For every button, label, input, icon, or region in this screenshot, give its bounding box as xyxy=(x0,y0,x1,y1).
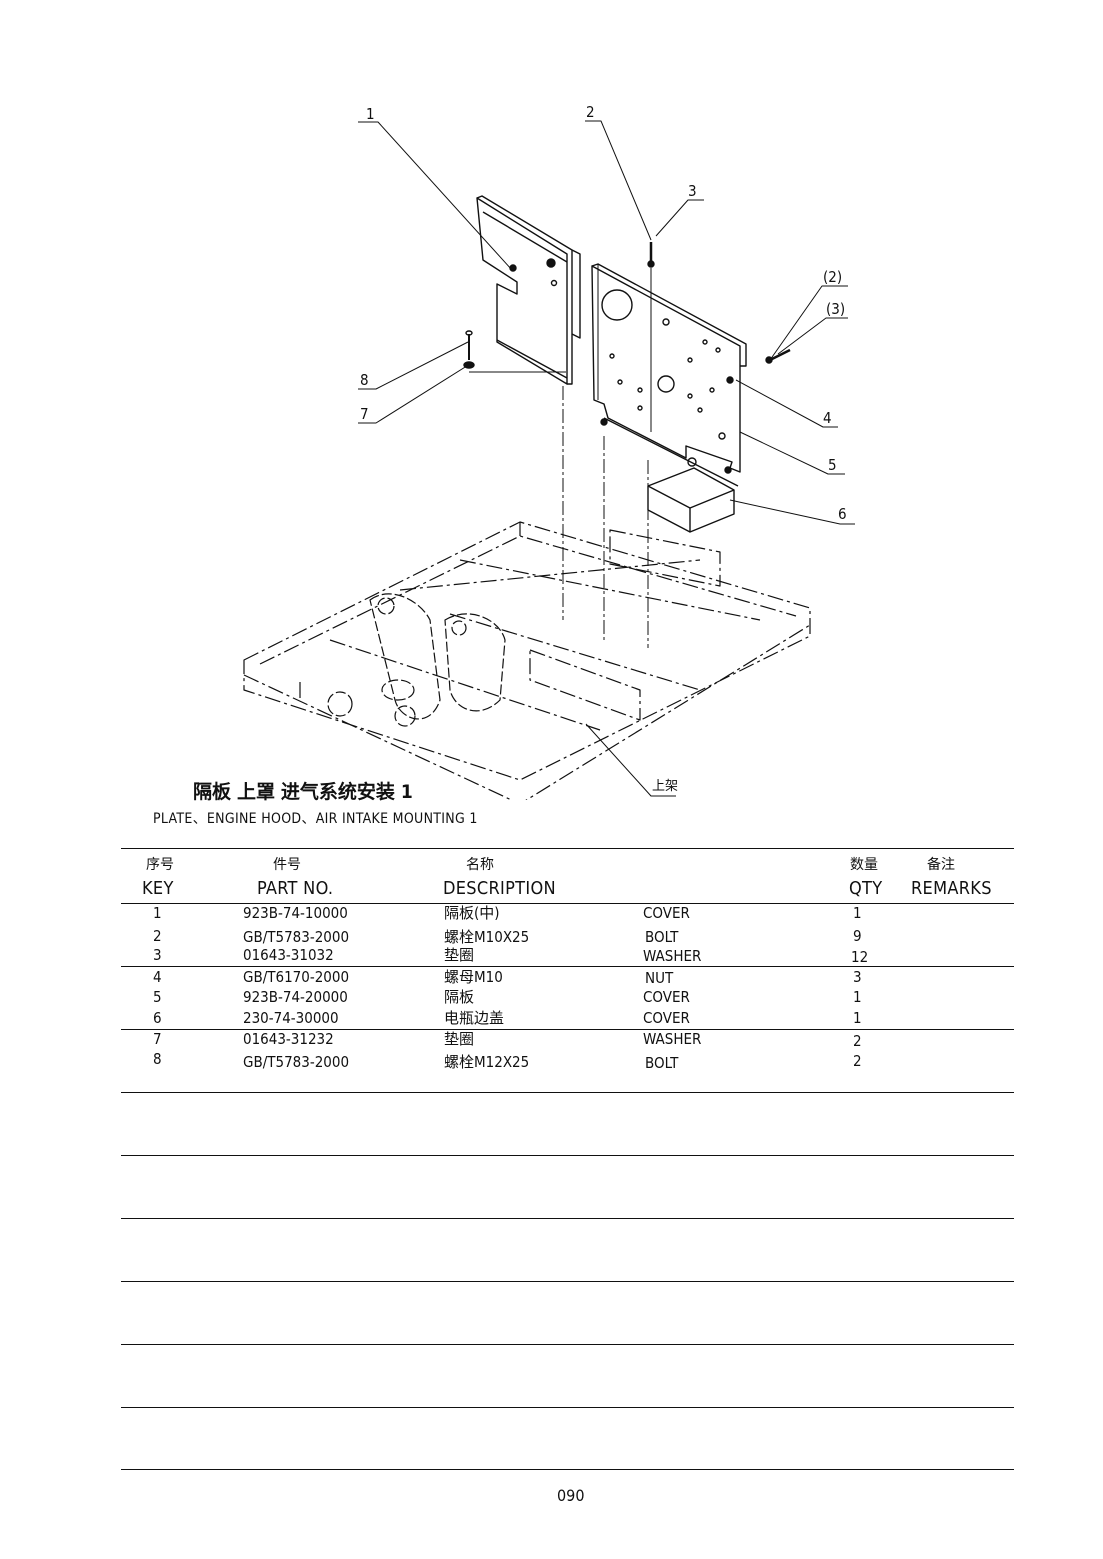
header-part-no: PART NO. xyxy=(257,878,334,899)
row5-key: 5 xyxy=(153,988,162,1006)
row6-key: 6 xyxy=(153,1009,162,1027)
row8-part: GB/T5783-2000 xyxy=(243,1053,350,1071)
upper-frame-outline xyxy=(243,521,811,800)
row8-desc-en: BOLT xyxy=(645,1054,679,1072)
row1-qty: 1 xyxy=(853,904,862,922)
header-rule xyxy=(121,903,1014,904)
boom-mount-brackets xyxy=(327,593,506,727)
row6-part: 230-74-30000 xyxy=(243,1009,339,1027)
callout-4: 4 xyxy=(823,409,832,427)
header-key: KEY xyxy=(142,878,174,899)
row7-qty: 2 xyxy=(853,1032,862,1050)
row4-desc-en: NUT xyxy=(645,969,674,987)
header-description: DESCRIPTION xyxy=(443,878,556,899)
row6-desc-en: COVER xyxy=(643,1009,690,1027)
table-bottom-rule xyxy=(121,1469,1014,1470)
row4-key: 4 xyxy=(153,968,162,986)
row6-desc-cn: 电瓶边盖 xyxy=(444,1009,505,1027)
part-2-bolt-part-3-washer xyxy=(647,242,791,432)
row4-qty: 3 xyxy=(853,968,862,986)
row2-part: GB/T5783-2000 xyxy=(243,928,350,946)
row2-key: 2 xyxy=(153,927,162,945)
part-8-bolt-part-7-washer xyxy=(463,330,566,373)
callout-5: 5 xyxy=(828,456,837,474)
header-remarks: REMARKS xyxy=(911,878,992,899)
row2-desc-en: BOLT xyxy=(645,928,679,946)
group-rule-2 xyxy=(121,1029,1014,1030)
row8-key: 8 xyxy=(153,1050,162,1068)
header-qty-cn: 数量 xyxy=(850,857,878,873)
row8-desc-cn: 螺栓M12X25 xyxy=(444,1053,530,1071)
group-rule-1 xyxy=(121,966,1014,967)
table-rule xyxy=(121,1344,1014,1345)
header-qty: QTY xyxy=(849,878,883,899)
page-title-en: PLATE、ENGINE HOOD、AIR INTAKE MOUNTING 1 xyxy=(153,811,478,827)
row2-desc-cn: 螺栓M10X25 xyxy=(444,928,530,946)
callout-1: 1 xyxy=(366,105,375,123)
row7-part: 01643-31232 xyxy=(243,1030,334,1048)
row8-qty: 2 xyxy=(853,1052,862,1070)
table-rule xyxy=(121,1218,1014,1219)
table-rule xyxy=(121,1281,1014,1282)
row7-key: 7 xyxy=(153,1030,162,1048)
part-1-plate xyxy=(476,195,581,385)
row2-qty: 9 xyxy=(853,927,862,945)
callout-6: 6 xyxy=(838,505,847,523)
row4-desc-cn: 螺母M10 xyxy=(444,968,503,986)
part-5-plate xyxy=(591,263,747,487)
callout-7: 7 xyxy=(360,405,369,423)
callout-2: 2 xyxy=(586,103,595,121)
page-title-cn: 隔板 上罩 进气系统安装 1 xyxy=(193,781,413,803)
header-remarks-cn: 备注 xyxy=(927,857,955,873)
row4-part: GB/T6170-2000 xyxy=(243,968,350,986)
page-number: 090 xyxy=(557,1486,585,1505)
row1-desc-en: COVER xyxy=(643,904,690,922)
row3-key: 3 xyxy=(153,946,162,964)
row5-part: 923B-74-20000 xyxy=(243,988,348,1006)
row6-qty: 1 xyxy=(853,1009,862,1027)
row3-part: 01643-31032 xyxy=(243,946,334,964)
callout-8: 8 xyxy=(360,371,369,389)
header-key-cn: 序号 xyxy=(146,857,174,873)
header-part-cn: 件号 xyxy=(273,857,301,873)
header-desc-cn: 名称 xyxy=(466,857,494,873)
row1-key: 1 xyxy=(153,904,162,922)
row1-part: 923B-74-10000 xyxy=(243,904,348,922)
row7-desc-cn: 垫圈 xyxy=(444,1030,475,1048)
callout-leaders xyxy=(358,120,855,797)
row5-desc-cn: 隔板 xyxy=(444,988,475,1006)
callout-3: 3 xyxy=(688,182,697,200)
row3-desc-cn: 垫圈 xyxy=(444,946,475,964)
table-rule xyxy=(121,1155,1014,1156)
table-top-rule xyxy=(121,848,1014,849)
exploded-assembly-drawing xyxy=(243,120,855,800)
row3-qty: 12 xyxy=(851,948,869,966)
row1-desc-cn: 隔板(中) xyxy=(444,904,500,922)
row5-desc-en: COVER xyxy=(643,988,690,1006)
callout-2-alt: (2) xyxy=(823,268,843,286)
row3-desc-en: WASHER xyxy=(643,947,702,965)
callout-upper-frame: 上架 xyxy=(652,779,679,794)
row5-qty: 1 xyxy=(853,988,862,1006)
table-rule xyxy=(121,1092,1014,1093)
table-rule xyxy=(121,1407,1014,1408)
row7-desc-en: WASHER xyxy=(643,1030,702,1048)
callout-3-alt: (3) xyxy=(826,300,846,318)
